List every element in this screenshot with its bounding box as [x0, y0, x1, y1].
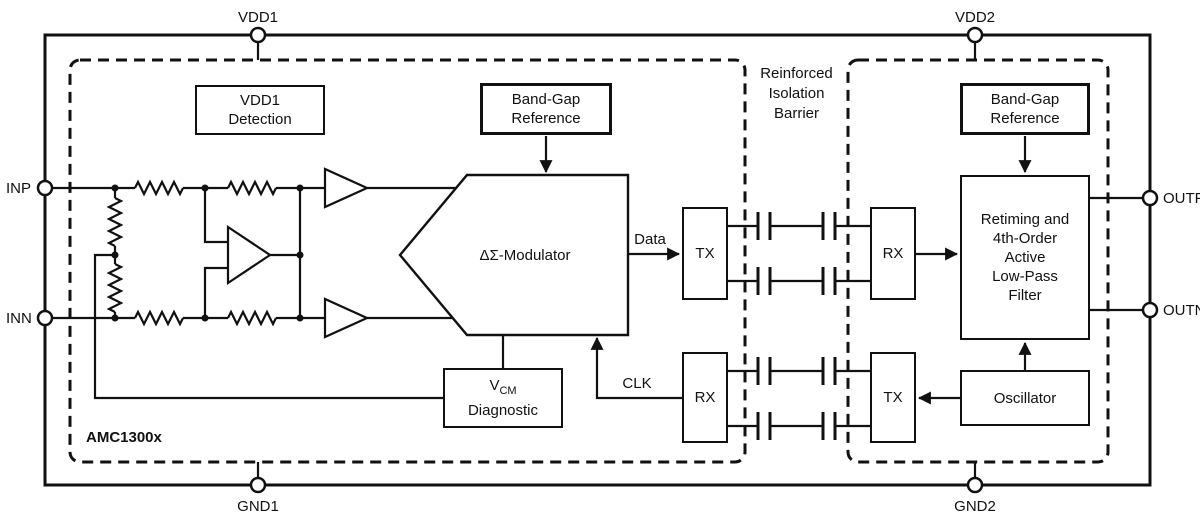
vcm-subscript: CM — [499, 385, 517, 397]
node-dot — [296, 184, 304, 192]
block-bandgap-reference-right: Band-Gap Reference — [960, 83, 1090, 135]
block-label-modulator: ΔΣ-Modulator — [479, 247, 571, 264]
resistor-inn-2 — [227, 309, 277, 327]
block-vdd1-detection: VDD1 Detection — [195, 85, 325, 135]
block-tx-bottom: TX — [870, 352, 916, 443]
cm-amp-input-bot — [203, 266, 228, 318]
block-label-line: Filter — [1008, 287, 1042, 304]
block-bandgap-reference-left: Band-Gap Reference — [480, 83, 612, 135]
resistor-inn-1 — [134, 309, 184, 327]
block-label-line: Reference — [990, 110, 1060, 127]
block-rx-bottom: RX — [682, 352, 728, 443]
block-label-line: Band-Gap — [990, 91, 1060, 108]
block-label-line: 4th-Order — [992, 230, 1058, 247]
block-label-line: RX — [882, 245, 904, 262]
block-label-line: VCM — [489, 376, 516, 401]
input-amplifiers — [226, 167, 370, 339]
isolation-channel-wires — [728, 224, 870, 428]
inp-pin-terminal — [36, 179, 54, 197]
junction-dots — [111, 184, 304, 322]
node-dot — [111, 314, 119, 322]
block-label-line: Band-Gap — [511, 91, 581, 108]
pin-label-gnd1: GND1 — [237, 498, 279, 515]
barrier-caption-line: Barrier — [773, 105, 819, 122]
resistor-inp-2 — [227, 179, 277, 197]
block-label-line: VDD1 — [239, 92, 280, 109]
resistor-divider-1 — [106, 197, 124, 247]
pin-label-gnd2: GND2 — [954, 498, 996, 515]
block-label-line: Low-Pass — [992, 268, 1058, 285]
block-rx-top: RX — [870, 207, 916, 300]
node-dot — [296, 251, 304, 259]
pin-terminals — [36, 26, 1159, 494]
block-label-line: Reference — [511, 110, 581, 127]
outn-pin-terminal — [1141, 301, 1159, 319]
block-label-line: Retiming and — [980, 211, 1070, 228]
node-dot — [111, 251, 119, 259]
gnd1-pin-terminal — [249, 476, 267, 494]
block-tx-top: TX — [682, 207, 728, 300]
node-dot — [201, 314, 209, 322]
block-label-line: Active — [1004, 249, 1046, 266]
vcm-symbol: V — [489, 377, 500, 394]
block-lowpass-filter: Retiming and 4th-Order Active Low-Pass F… — [960, 175, 1090, 340]
vcm-sense-wire — [93, 253, 443, 400]
pin-label-inp: INP — [6, 180, 32, 197]
outp-pin-terminal — [1141, 189, 1159, 207]
amp-to-modulator-wires — [367, 186, 505, 368]
input-network — [52, 179, 443, 400]
isolation-capacitors — [756, 212, 837, 440]
pin-label-outp: OUTP — [1163, 190, 1200, 207]
vdd1-pin-terminal — [249, 26, 267, 44]
pin-label-vdd1: VDD1 — [237, 9, 279, 26]
low-side-dashed-boundary — [846, 58, 1110, 464]
signal-arrows — [539, 136, 1032, 405]
inn-pin-terminal — [36, 309, 54, 327]
block-label-line: Detection — [228, 111, 292, 128]
output-wires — [1090, 196, 1143, 312]
block-label-line: Oscillator — [993, 389, 1057, 407]
barrier-caption-line: Reinforced — [760, 65, 833, 82]
high-side-dashed-boundary — [68, 58, 747, 464]
vdd2-pin-terminal — [966, 26, 984, 44]
pin-label-vdd2: VDD2 — [954, 9, 996, 26]
signal-label-clk: CLK — [622, 375, 652, 392]
block-label-line: RX — [694, 389, 716, 406]
block-label-line: TX — [695, 245, 715, 262]
cm-amp-input-top — [203, 188, 228, 244]
signal-label-data: Data — [634, 231, 666, 248]
buffer-amp-bottom — [323, 297, 370, 339]
node-dot — [111, 184, 119, 192]
block-label-line: TX — [883, 389, 903, 406]
node-dot — [296, 314, 304, 322]
node-dot — [201, 184, 209, 192]
clk-arrow — [590, 336, 682, 400]
gnd2-pin-terminal — [966, 476, 984, 494]
block-oscillator: Oscillator — [960, 370, 1090, 426]
isolation-barrier-caption: Reinforced Isolation Barrier — [745, 64, 848, 124]
pin-label-outn: OUTN — [1163, 302, 1200, 319]
package-outline — [43, 33, 1152, 487]
common-mode-amp — [226, 224, 272, 286]
barrier-caption-line: Isolation — [768, 85, 825, 102]
supply-pin-stubs — [256, 42, 977, 478]
resistor-divider-2 — [106, 263, 124, 313]
buffer-amp-top — [323, 167, 370, 209]
block-label-line: Diagnostic — [467, 402, 539, 419]
chip-name: AMC1300x — [86, 429, 162, 446]
block-vcm-diagnostic: VCM Diagnostic — [443, 368, 563, 428]
resistor-inp-1 — [134, 179, 184, 197]
pin-label-inn: INN — [6, 310, 32, 327]
